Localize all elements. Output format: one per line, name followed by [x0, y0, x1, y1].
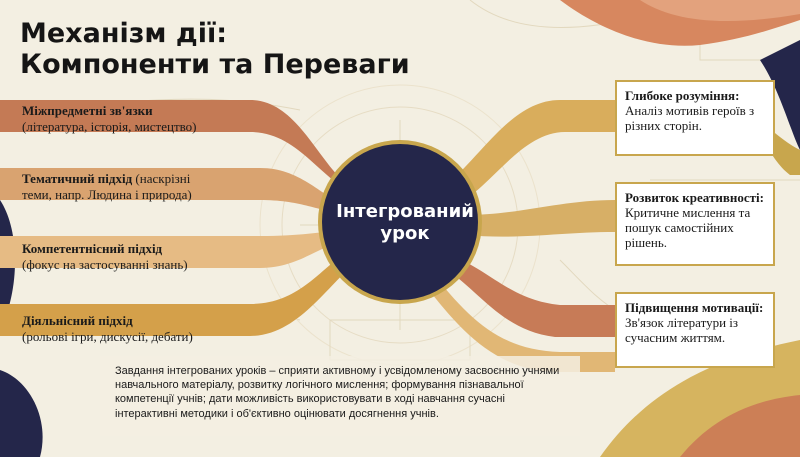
note-backdrop [100, 356, 580, 436]
left-item-detail: (література, історія, мистецтво) [22, 119, 197, 134]
left-item-heading: Компетентнісний підхід [22, 241, 163, 256]
top-right-wave-light [640, 0, 800, 22]
ribbon-left-2 [0, 168, 345, 214]
left-item-heading: Тематичний підхід [22, 171, 133, 186]
ribbon-left-4 [0, 250, 360, 336]
card-text: Критичне мислення та пошук самостійних р… [625, 205, 751, 250]
benefit-card-creativity: Розвиток креативності: Критичне мислення… [615, 182, 775, 266]
page-title-line-1: Механізм дії: [20, 18, 227, 49]
left-item-detail: (рольові ігри, дискусії, дебати) [22, 329, 193, 344]
left-item-heading: Діяльнісний підхід [22, 313, 133, 328]
center-title-line-1: Інтегрований [336, 201, 474, 222]
left-item-detail: (наскрізні теми, напр. Людина і природа) [22, 171, 192, 202]
card-heading: Підвищення мотивації: [625, 300, 764, 315]
left-item-detail: (фокус на застосуванні знань) [22, 257, 188, 272]
ribbon-right-4 [425, 270, 615, 372]
bottom-right-terracotta-wave [680, 395, 800, 457]
center-title-line-2: урок [380, 223, 430, 244]
card-text: Зв'язок літератури із сучасним життям. [625, 315, 739, 345]
left-item-thematic: Тематичний підхід (наскрізні теми, напр.… [22, 171, 222, 203]
ribbon-right-1 [440, 100, 615, 205]
left-navy-bottom-shape [0, 370, 43, 457]
card-heading: Розвиток креативності: [625, 190, 764, 205]
center-circle [322, 144, 478, 300]
left-item-interdisciplinary: Міжпредметні зв'язки (література, історі… [22, 103, 197, 135]
page-title: Механізм дії: Компоненти та Переваги [20, 18, 410, 80]
ribbon-right-3 [440, 255, 615, 337]
left-item-competency: Компетентнісний підхід (фокус на застосу… [22, 241, 188, 273]
ribbon-left-1 [0, 100, 365, 200]
page-title-line-2: Компоненти та Переваги [20, 49, 410, 80]
center-title: Інтегрований урок [330, 201, 480, 245]
left-item-heading: Міжпредметні зв'язки [22, 103, 153, 118]
ribbon-right-2 [465, 200, 615, 237]
card-heading: Глибоке розуміння: [625, 88, 740, 103]
summary-note: Завдання інтегрованих уроків – сприяти а… [115, 365, 560, 420]
benefit-card-understanding: Глибоке розуміння: Аналіз мотивів героїв… [615, 80, 775, 156]
card-text: Аналіз мотивів героїв з різних сторін. [625, 103, 755, 133]
ribbon-left-3 [0, 230, 345, 268]
right-navy-shape [760, 40, 800, 150]
benefit-card-motivation: Підвищення мотивації: Зв'язок літератури… [615, 292, 775, 368]
left-item-activity: Діяльнісний підхід (рольові ігри, дискус… [22, 313, 193, 345]
